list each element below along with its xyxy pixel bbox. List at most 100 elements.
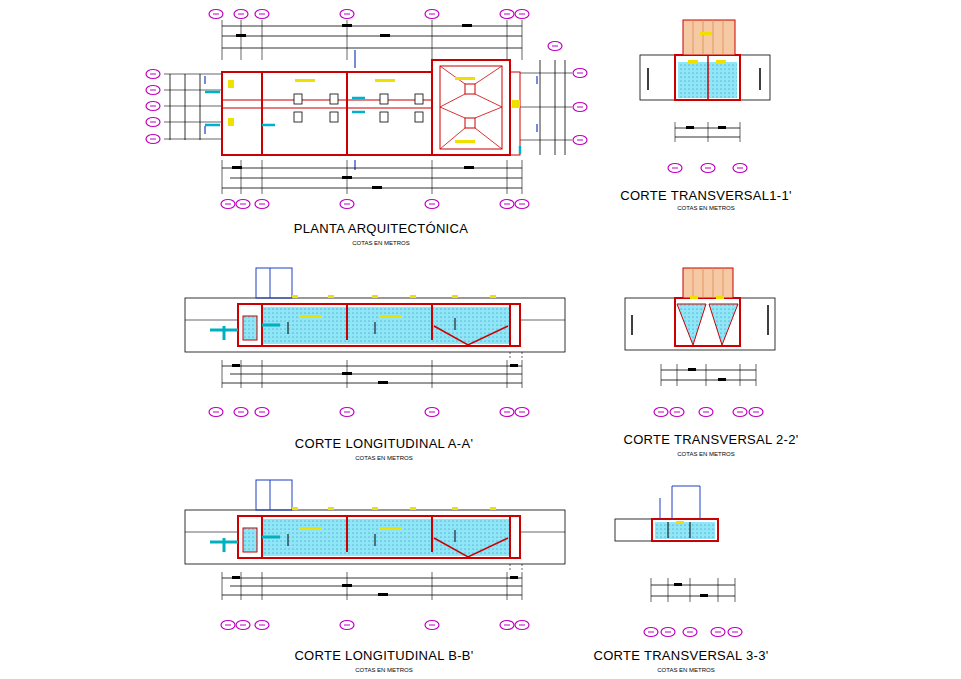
longitudinal-section-b-part — [500, 621, 514, 630]
plan-view-part — [330, 112, 338, 122]
cross-section-3-part — [700, 594, 708, 597]
cross-section-2-part — [716, 296, 724, 299]
grid-bubbles-part — [221, 200, 235, 209]
cross-section-1-part — [716, 60, 726, 63]
units-note: COTAS EN METROS — [354, 455, 414, 462]
cross-section-1-part — [668, 164, 682, 173]
plan-view-part — [372, 186, 382, 189]
grid-bubbles-part — [548, 42, 562, 51]
longitudinal-section-a-part — [500, 408, 514, 417]
cross-section-2-part — [688, 368, 696, 371]
cross-section-2-part — [749, 408, 763, 417]
grid-bubbles-part — [500, 10, 514, 19]
grid-bubbles-part — [146, 102, 160, 111]
plan-view-part — [465, 118, 475, 128]
plan-view-part — [415, 94, 423, 104]
cross-section-1-part — [686, 126, 694, 129]
cross-section-3-part — [674, 583, 682, 586]
units-note: COTAS EN METROS — [354, 667, 414, 674]
plan-view-part — [232, 166, 242, 169]
longitudinal-section-b-part — [236, 621, 250, 630]
plan-view-part — [375, 79, 395, 82]
grid-bubbles-part — [340, 200, 354, 209]
grid-bubbles-part — [234, 10, 248, 19]
plan-view-part — [520, 73, 572, 140]
grid-bubbles-part — [340, 10, 354, 19]
longitudinal-section-b-part — [340, 621, 354, 630]
cross-section-2-part — [661, 364, 756, 386]
cross-section-1-part — [675, 122, 740, 142]
plan-view-part — [455, 140, 475, 143]
plan-view-part — [510, 72, 520, 155]
plan-view-part — [294, 112, 302, 122]
grid-bubbles-part — [209, 10, 223, 19]
longitudinal-section-b-part — [221, 621, 235, 630]
grid-bubbles-part — [146, 135, 160, 144]
plan-view-part — [222, 100, 432, 108]
cross-section-3 — [615, 486, 742, 637]
cross-section-1-part — [701, 164, 715, 173]
cross-section-3-part — [660, 486, 700, 519]
plan-view-part — [380, 94, 388, 104]
cross-section-2 — [625, 268, 775, 417]
grid-bubbles-part — [515, 10, 529, 19]
plan-view-part — [440, 66, 502, 149]
plan-view-part — [465, 84, 475, 94]
cross-section-3-part — [652, 519, 718, 541]
units-note: COTAS EN METROS — [676, 451, 736, 458]
plan-view-part — [205, 92, 520, 154]
cross-section-2-part — [690, 296, 698, 299]
units-note: COTAS EN METROS — [676, 205, 736, 212]
cross-section-1-part — [693, 20, 723, 55]
grid-bubbles-part — [236, 200, 250, 209]
grid-bubbles-part — [425, 10, 439, 19]
plan-view-part — [222, 26, 522, 48]
cross-section-3-part — [683, 628, 697, 637]
grid-bubbles-part — [146, 118, 160, 127]
grid-bubbles-part — [425, 200, 439, 209]
cross-section-2-part — [670, 408, 684, 417]
cross-section-1-part — [640, 55, 770, 100]
grid-bubbles-part — [146, 70, 160, 79]
grid-bubbles-part — [515, 200, 529, 209]
cross-section-1-part — [733, 164, 747, 173]
cross-section-3-part — [668, 522, 690, 538]
cross-section-3-part — [651, 585, 735, 596]
grid-bubbles-part — [255, 10, 269, 19]
longitudinal-section-a-part — [255, 408, 269, 417]
cross-section-1 — [640, 20, 770, 173]
plan-view-part — [342, 24, 352, 27]
grid-bubbles-part — [573, 69, 587, 78]
cross-section-2-part — [661, 370, 756, 380]
longitudinal-section-b-part — [185, 480, 565, 600]
plan-view-part — [294, 94, 302, 104]
plan-view-part — [295, 79, 315, 82]
grid-bubbles-part — [573, 103, 587, 112]
view-title: CORTE LONGITUDINAL A-A' — [294, 437, 474, 452]
longitudinal-section-b — [185, 480, 565, 630]
longitudinal-section-a-part — [209, 408, 223, 417]
plan-view-part — [342, 176, 352, 179]
cross-section-3-part — [651, 578, 735, 602]
plan-view-part — [205, 50, 537, 170]
plan-view-part — [164, 74, 222, 139]
plan-view-part — [432, 60, 510, 155]
cross-section-3-part — [661, 628, 675, 637]
units-note: COTAS EN METROS — [656, 667, 716, 674]
cross-section-1-part — [648, 68, 760, 90]
cross-section-3-part — [676, 521, 684, 524]
plan-view-part — [222, 160, 522, 194]
cross-section-1-part — [675, 55, 740, 100]
cross-section-1-part — [707, 55, 709, 100]
cross-section-3-part — [728, 628, 742, 637]
cross-section-2-part — [625, 298, 775, 350]
longitudinal-section-b-part — [515, 621, 529, 630]
plan-view-part — [415, 112, 423, 122]
grid-bubbles-part — [573, 136, 587, 145]
plan-view-part — [236, 34, 246, 37]
cross-section-3-part — [655, 522, 715, 539]
view-title: CORTE LONGITUDINAL B-B' — [293, 649, 474, 664]
grid-bubbles-part — [500, 200, 514, 209]
